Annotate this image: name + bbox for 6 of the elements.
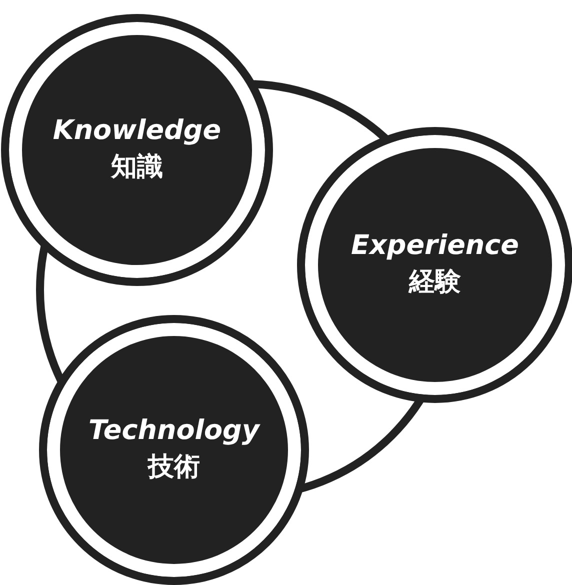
node-title: Technology xyxy=(88,414,260,448)
node-subtitle: 技術 xyxy=(148,451,200,484)
node-subtitle: 経験 xyxy=(409,266,461,300)
node-title: Experience xyxy=(351,230,519,262)
node-title: Knowledge xyxy=(52,114,222,148)
node-subtitle: 知識 xyxy=(111,151,163,184)
